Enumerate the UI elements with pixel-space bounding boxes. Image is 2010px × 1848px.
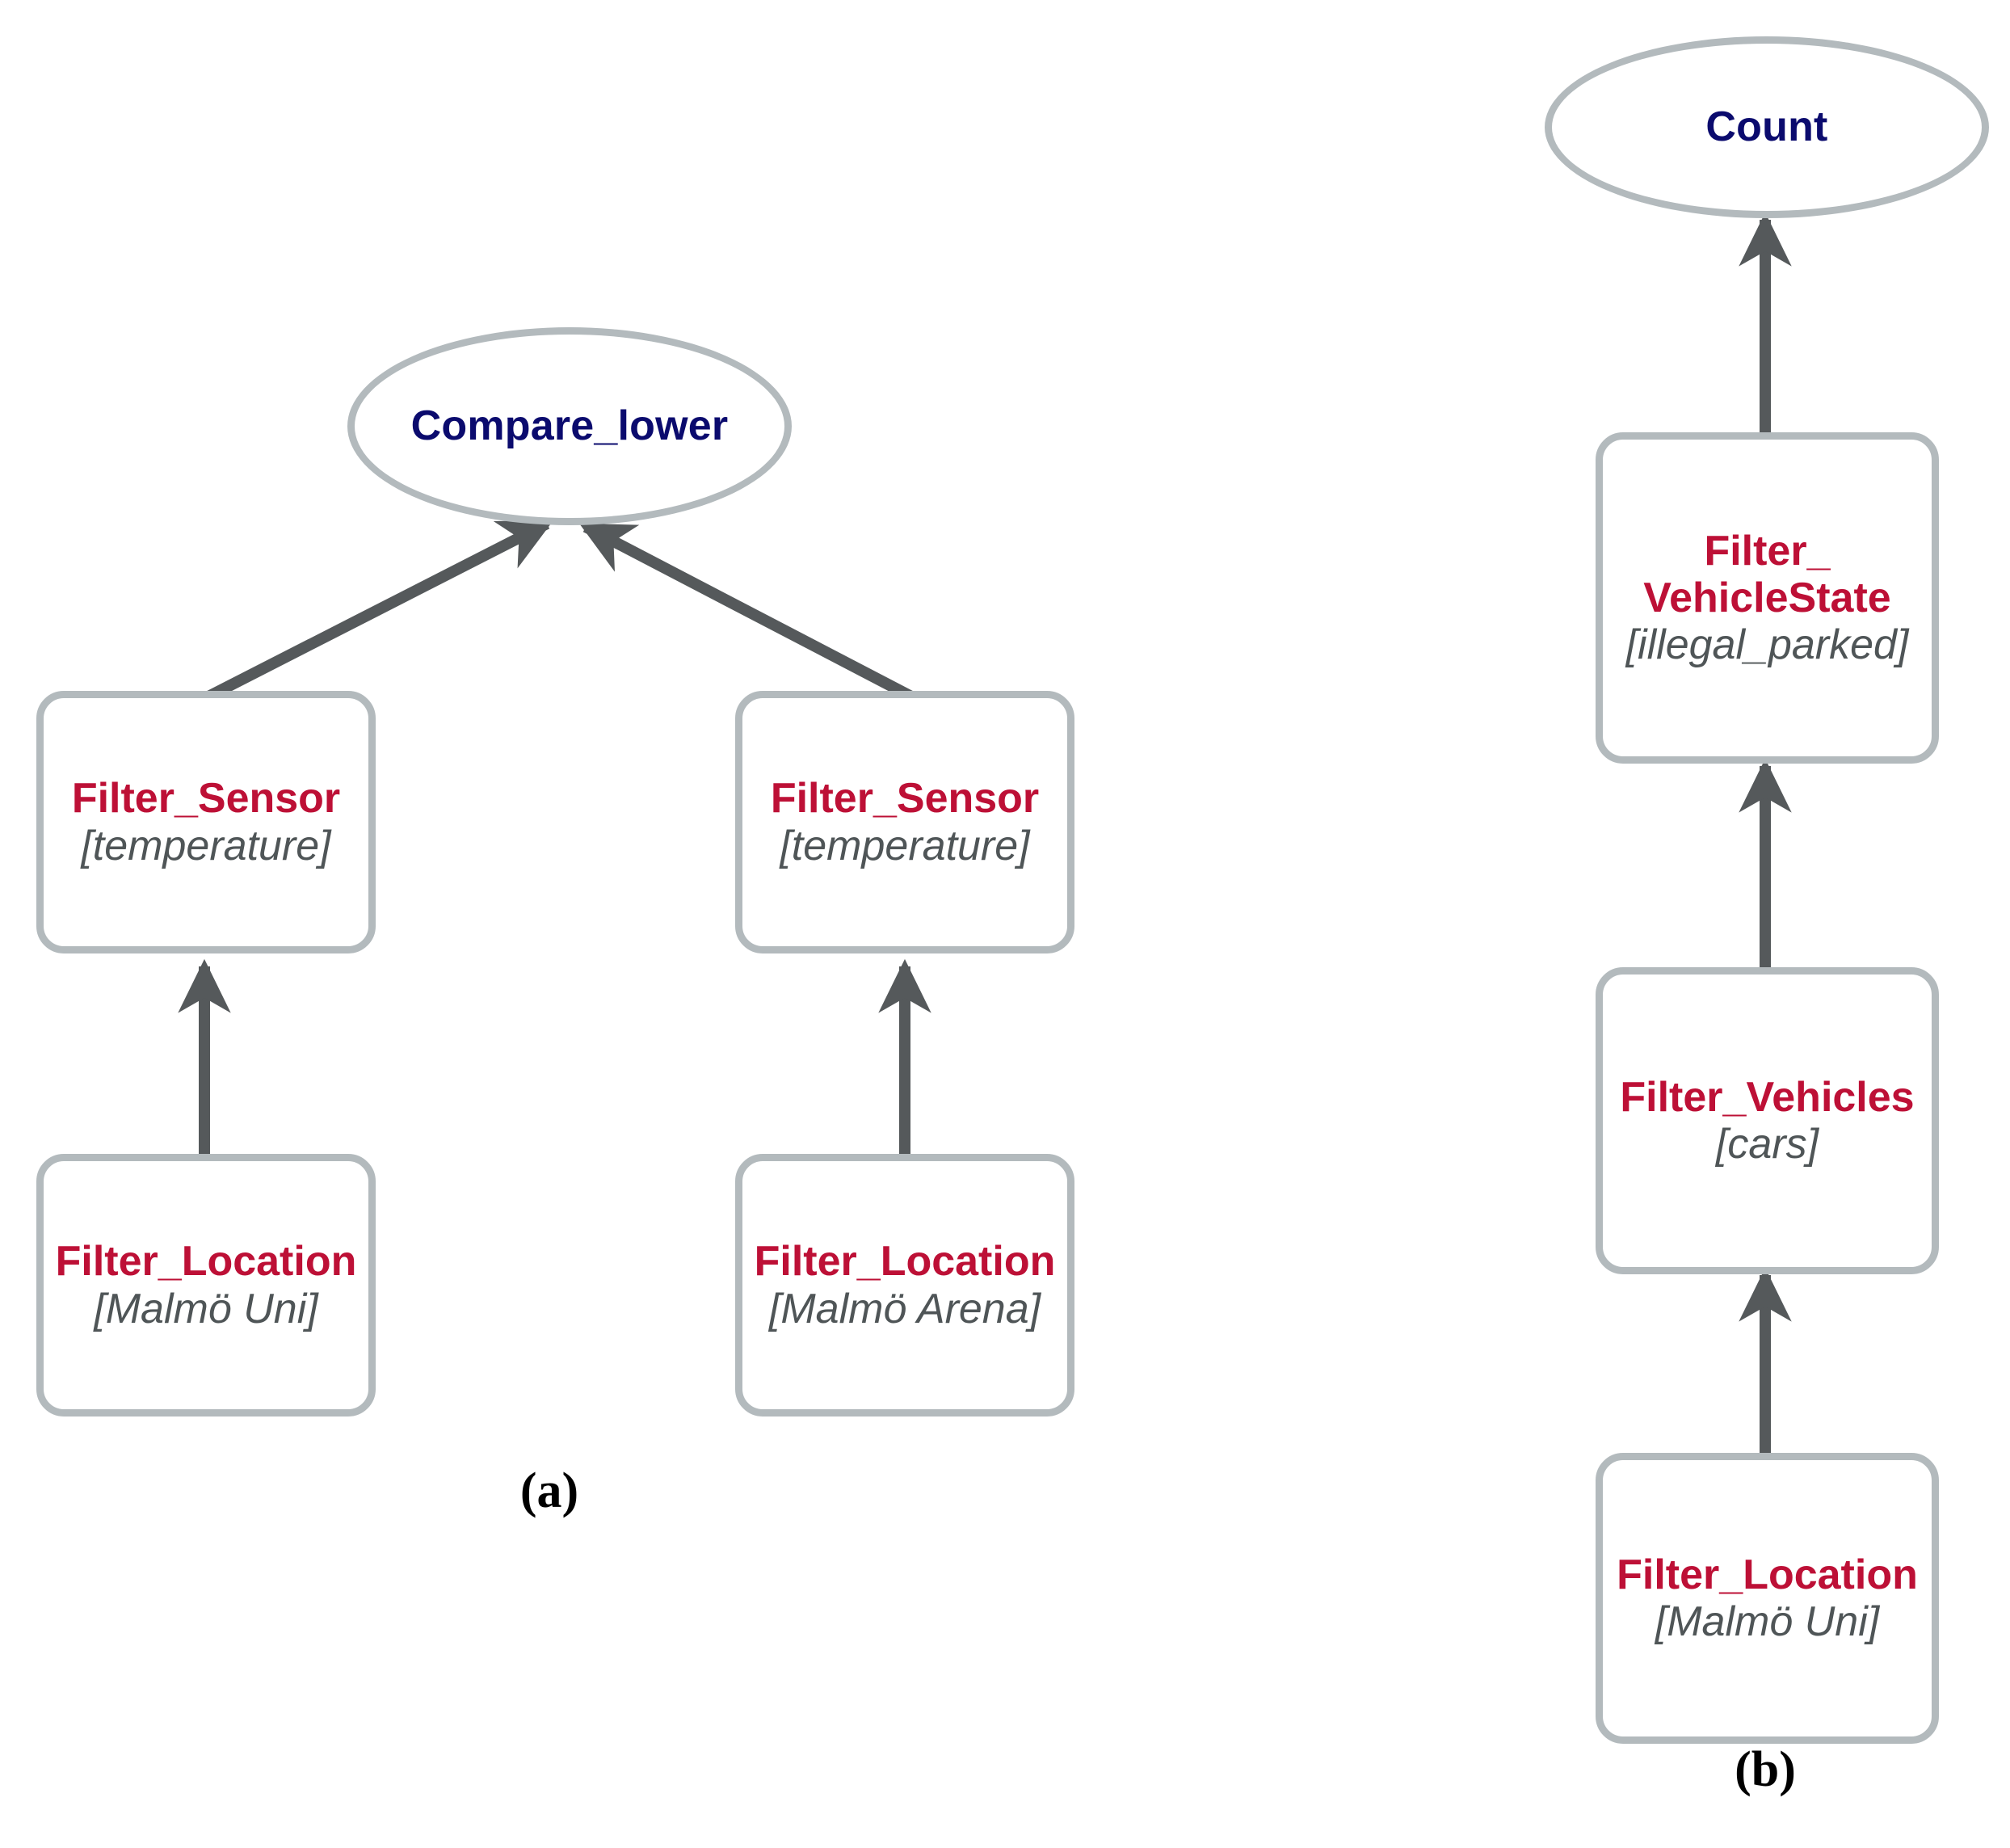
node-function-name: Filter_Location (55, 1238, 357, 1286)
node-operator-compare-lower[interactable]: Compare_lower (347, 327, 792, 525)
node-function-name: Filter_Location (754, 1238, 1056, 1286)
node-function-name: Filter_Sensor (71, 775, 341, 823)
edge-a-sensor-right-to-compare (578, 521, 915, 702)
node-filter-sensor-left[interactable]: Filter_Sensor [temperature] (36, 691, 376, 953)
node-function-argument: [illegal_parked] (1625, 621, 1909, 669)
panel-label-b: (b) (1735, 1742, 1796, 1797)
node-operator-count[interactable]: Count (1545, 36, 1989, 218)
node-function-argument: [cars] (1715, 1121, 1819, 1168)
operator-label: Compare_lower (410, 402, 729, 449)
node-function-name: Filter_Sensor (770, 775, 1040, 823)
node-filter-location-right[interactable]: Filter_Location [Malmö Arena] (735, 1154, 1074, 1417)
edge-a-sensor-left-to-compare (205, 518, 554, 702)
operator-label: Count (1705, 103, 1828, 150)
node-function-argument: [temperature] (780, 822, 1030, 869)
node-filter-location-left[interactable]: Filter_Location [Malmö Uni] (36, 1154, 376, 1417)
node-filter-vehicles[interactable]: Filter_Vehicles [cars] (1596, 967, 1939, 1274)
node-function-name: Filter_Location (1617, 1551, 1918, 1598)
node-function-name: Filter_ VehicleState (1643, 527, 1891, 621)
node-filter-vehiclestate[interactable]: Filter_ VehicleState [illegal_parked] (1596, 432, 1939, 764)
panel-label-a: (a) (519, 1463, 579, 1518)
node-function-name: Filter_Vehicles (1620, 1073, 1915, 1121)
node-filter-location-b[interactable]: Filter_Location [Malmö Uni] (1596, 1453, 1939, 1744)
node-function-argument: [Malmö Uni] (94, 1285, 318, 1332)
node-function-argument: [Malmö Uni] (1655, 1598, 1880, 1645)
node-function-argument: [temperature] (81, 822, 331, 869)
node-filter-sensor-right[interactable]: Filter_Sensor [temperature] (735, 691, 1074, 953)
node-function-argument: [Malmö Arena] (768, 1285, 1041, 1332)
